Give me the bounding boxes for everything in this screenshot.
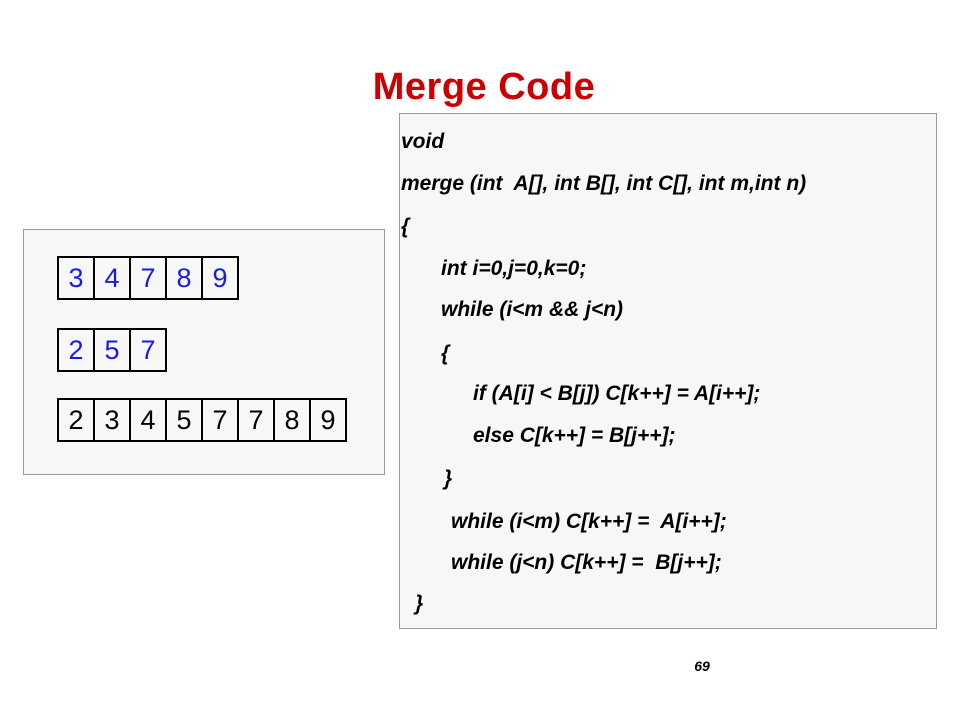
array-b: 2 5 7 bbox=[57, 328, 167, 372]
array-c-cell: 7 bbox=[239, 400, 275, 440]
code-line: while (j<n) C[k++] = B[j++]; bbox=[451, 551, 722, 574]
code-panel: void merge (int A[], int B[], int C[], i… bbox=[399, 113, 937, 629]
array-a-cell: 4 bbox=[95, 258, 131, 298]
code-line: int i=0,j=0,k=0; bbox=[441, 257, 587, 280]
array-c-cell: 7 bbox=[203, 400, 239, 440]
code-line: } bbox=[415, 592, 424, 615]
array-a-cell: 9 bbox=[203, 258, 239, 298]
array-c-cell: 9 bbox=[311, 400, 347, 440]
array-a-cell: 8 bbox=[167, 258, 203, 298]
code-line: merge (int A[], int B[], int C[], int m,… bbox=[401, 172, 807, 195]
array-c-cell: 4 bbox=[131, 400, 167, 440]
code-line: else C[k++] = B[j++]; bbox=[473, 424, 676, 447]
array-b-cell: 2 bbox=[59, 330, 95, 370]
array-a-cell: 7 bbox=[131, 258, 167, 298]
array-c-merged: 2 3 4 5 7 7 8 9 bbox=[57, 398, 347, 442]
array-a: 3 4 7 8 9 bbox=[57, 256, 239, 300]
code-line: { bbox=[401, 215, 410, 238]
code-line: void bbox=[401, 130, 445, 153]
code-line: while (i<m && j<n) bbox=[441, 298, 624, 321]
array-c-cell: 5 bbox=[167, 400, 203, 440]
array-c-cell: 2 bbox=[59, 400, 95, 440]
code-line: { bbox=[441, 342, 450, 365]
code-line: while (i<m) C[k++] = A[i++]; bbox=[451, 510, 727, 533]
code-line: } bbox=[444, 467, 453, 490]
code-line: if (A[i] < B[j]) C[k++] = A[i++]; bbox=[473, 382, 761, 405]
array-c-cell: 8 bbox=[275, 400, 311, 440]
array-example-panel: 3 4 7 8 9 2 5 7 2 3 4 5 7 7 8 9 bbox=[23, 229, 385, 475]
slide-title: Merge Code bbox=[372, 66, 596, 108]
array-b-cell: 7 bbox=[131, 330, 167, 370]
array-a-cell: 3 bbox=[59, 258, 95, 298]
page-number: 69 bbox=[694, 658, 710, 674]
array-b-cell: 5 bbox=[95, 330, 131, 370]
array-c-cell: 3 bbox=[95, 400, 131, 440]
